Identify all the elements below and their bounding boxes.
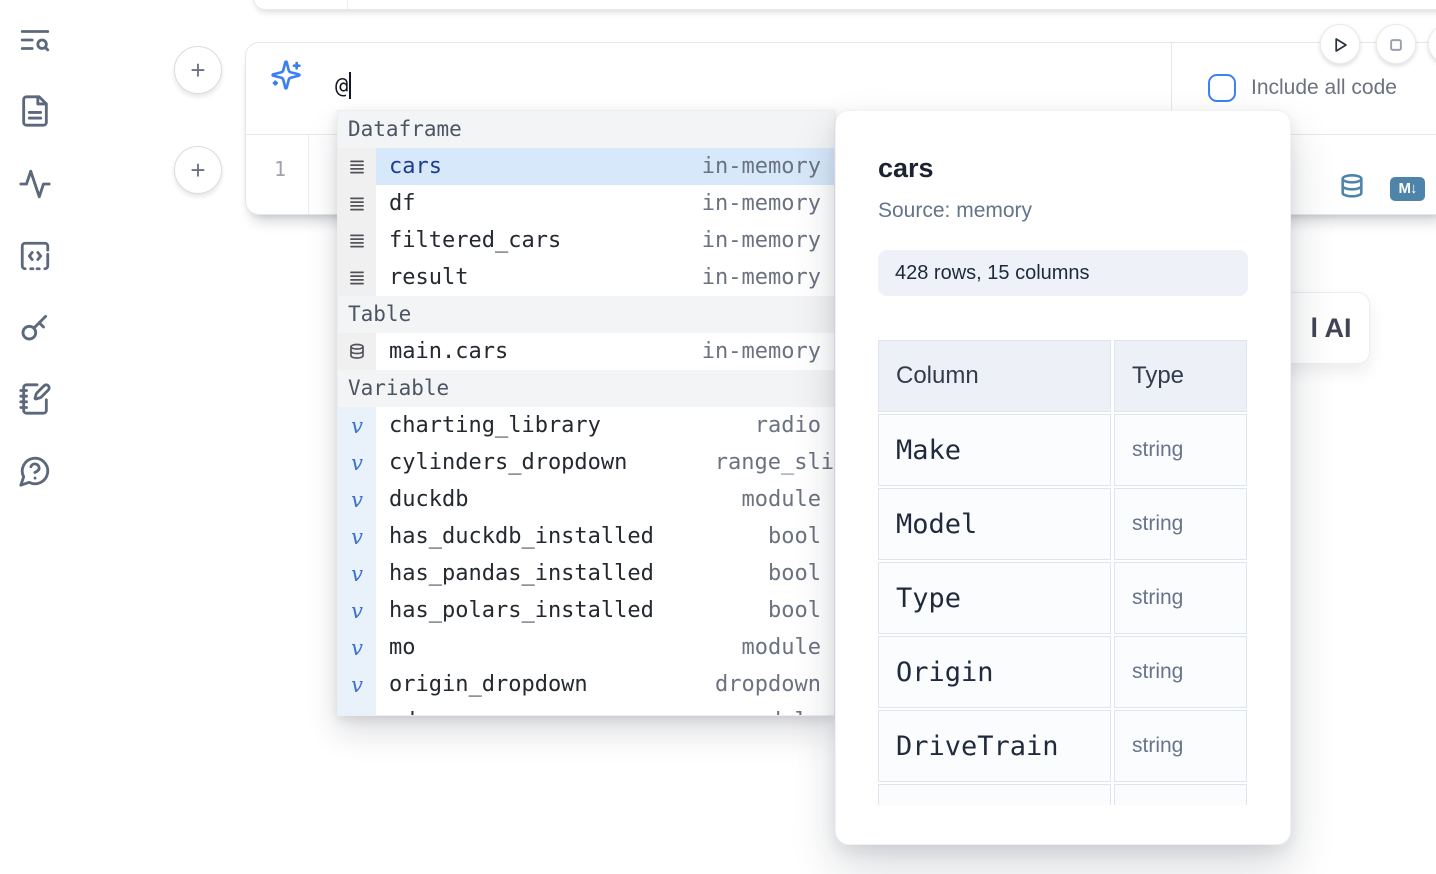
variable-icon: v [351, 487, 363, 512]
stop-cell-button[interactable] [1376, 24, 1416, 64]
dataframe-icon [350, 159, 364, 174]
autocomplete-item[interactable]: v has_polars_installed bool [338, 592, 834, 629]
autocomplete-section-header: Variable [338, 370, 834, 407]
notebook-pen-icon[interactable] [18, 381, 54, 417]
include-all-code-checkbox[interactable] [1208, 74, 1236, 102]
file-text-icon[interactable] [18, 93, 54, 129]
previous-cell-edge [252, 0, 1436, 10]
include-all-code-option: Include all code [1208, 74, 1397, 102]
panel-title: cars [878, 153, 934, 183]
autocomplete-item[interactable]: main.cars in-memory [338, 333, 834, 370]
play-icon [1335, 38, 1347, 52]
text-caret [349, 72, 352, 99]
autocomplete-item[interactable]: v charting_library radio [338, 407, 834, 444]
autocomplete-item[interactable]: cars in-memory [338, 148, 834, 185]
ai-prompt-input[interactable]: @ [335, 72, 352, 99]
square-icon [1390, 39, 1402, 51]
variable-icon: v [351, 413, 363, 438]
schema-column-type [1114, 784, 1247, 805]
code-cell-icon[interactable] [18, 238, 54, 274]
panel-source: Source: memory [878, 199, 1033, 222]
variable-icon: v [351, 524, 363, 549]
gutter-divider [308, 135, 309, 214]
autocomplete-item[interactable]: v has_pandas_installed bool [338, 555, 834, 592]
autocomplete-item[interactable]: v duckdb module [338, 481, 834, 518]
autocomplete-section-header: Table [338, 296, 834, 333]
schema-header-cell: Type [1114, 340, 1247, 412]
variable-icon: v [351, 635, 363, 660]
help-chat-icon[interactable] [18, 453, 54, 489]
shape-badge: 428 rows, 15 columns [878, 250, 1248, 296]
autocomplete-item[interactable]: v origin_dropdown dropdown [338, 666, 834, 703]
text-search-icon[interactable] [18, 22, 54, 58]
schema-column-name: Make [878, 414, 1111, 486]
dataframe-icon [350, 233, 364, 248]
schema-column-type: string [1114, 562, 1247, 634]
variable-icon: v [351, 450, 363, 475]
ai-prompt-row: @ Include all code [246, 43, 1436, 134]
add-cell-above-button[interactable]: + [174, 46, 222, 94]
run-cell-button[interactable] [1320, 24, 1360, 64]
autocomplete-item[interactable]: v mo module [338, 629, 834, 666]
schema-column-type: string [1114, 414, 1247, 486]
schema-header-cell: Column [878, 340, 1111, 412]
variable-icon: v [351, 672, 363, 697]
include-all-code-label: Include all code [1251, 76, 1397, 99]
schema-column-name: Origin [878, 636, 1111, 708]
autocomplete-list: Dataframe cars in-memory df in-memory fi… [338, 111, 834, 716]
sidebar [0, 0, 80, 874]
autocomplete-item[interactable]: filtered_cars in-memory [338, 222, 834, 259]
schema-column-type: string [1114, 636, 1247, 708]
markdown-icon[interactable]: M↓ [1390, 177, 1425, 201]
autocomplete-item[interactable]: v pd module [338, 703, 834, 716]
autocomplete-item[interactable]: v has_duckdb_installed bool [338, 518, 834, 555]
code-editor-row[interactable]: 1 M↓ [246, 135, 1436, 214]
dataframe-icon [350, 270, 364, 285]
key-icon[interactable] [18, 309, 54, 345]
autocomplete-item[interactable]: df in-memory [338, 185, 834, 222]
variable-icon: v [351, 598, 363, 623]
variable-icon: v [351, 561, 363, 586]
database-icon [350, 343, 364, 359]
autocomplete-popup: Dataframe cars in-memory df in-memory fi… [337, 110, 835, 716]
schema-column-name: DriveTrain [878, 710, 1111, 782]
add-cell-below-button[interactable]: + [174, 146, 222, 194]
schema-column-type: string [1114, 488, 1247, 560]
schema-column-name: Type [878, 562, 1111, 634]
datasource-icon[interactable] [1338, 173, 1366, 201]
line-number: 1 [273, 157, 287, 181]
dataframe-icon [350, 196, 364, 211]
schema-column-type: string [1114, 710, 1247, 782]
autocomplete-item[interactable]: v cylinders_dropdown range_sli [338, 444, 834, 481]
variable-icon: v [351, 710, 363, 716]
schema-column-name: Model [878, 488, 1111, 560]
prompt-divider [1171, 43, 1172, 134]
activity-icon[interactable] [18, 166, 54, 202]
autocomplete-item[interactable]: result in-memory [338, 259, 834, 296]
autocomplete-section-header: Dataframe [338, 111, 834, 148]
dataframe-detail-panel: cars Source: memory 428 rows, 15 columns… [835, 110, 1291, 845]
sparkles-icon [270, 59, 302, 91]
schema-column-name [878, 784, 1111, 805]
